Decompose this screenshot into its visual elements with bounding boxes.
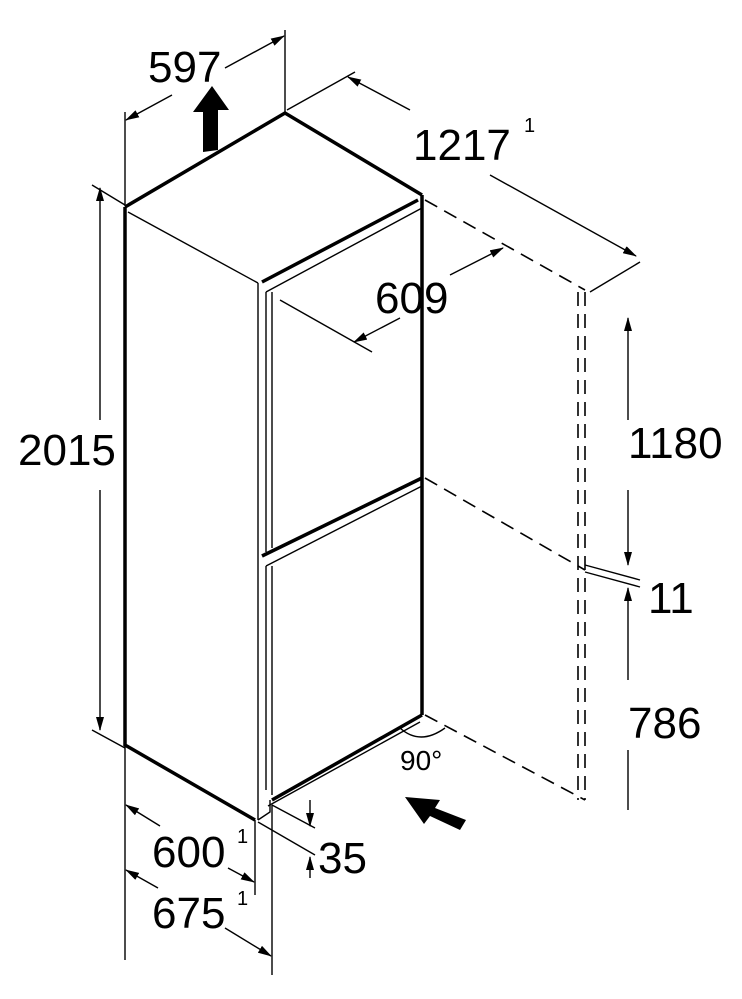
label-600: 600 [152, 828, 225, 877]
label-597: 597 [148, 43, 221, 92]
label-35: 35 [318, 834, 367, 883]
label-2015: 2015 [18, 426, 116, 475]
airflow-in-arrow-icon [405, 797, 466, 830]
label-1180: 1180 [628, 419, 723, 468]
footnote-675: 1 [237, 888, 248, 910]
airflow-up-arrow-icon [193, 86, 229, 152]
dimension-depth-609: 609 [279, 247, 504, 353]
label-786: 786 [628, 699, 701, 748]
label-90deg: 90° [400, 745, 442, 776]
dimension-depth-1217: 1217 1 [286, 71, 641, 293]
dimension-bottom-depths: 600 1 675 1 35 [124, 745, 367, 975]
dimension-door-heights: 1180 11 786 [584, 317, 723, 810]
fridge-body [123, 110, 586, 822]
label-1217: 1217 [413, 121, 511, 170]
footnote-600: 1 [237, 826, 248, 848]
label-609: 609 [375, 274, 448, 323]
dimension-height-2015: 2015 [18, 184, 126, 749]
footnote-1217: 1 [524, 115, 535, 137]
dimension-width-597: 597 [124, 30, 286, 205]
label-11: 11 [648, 574, 694, 623]
door-angle-indicator: 90° [399, 727, 446, 776]
label-675: 675 [152, 889, 225, 938]
